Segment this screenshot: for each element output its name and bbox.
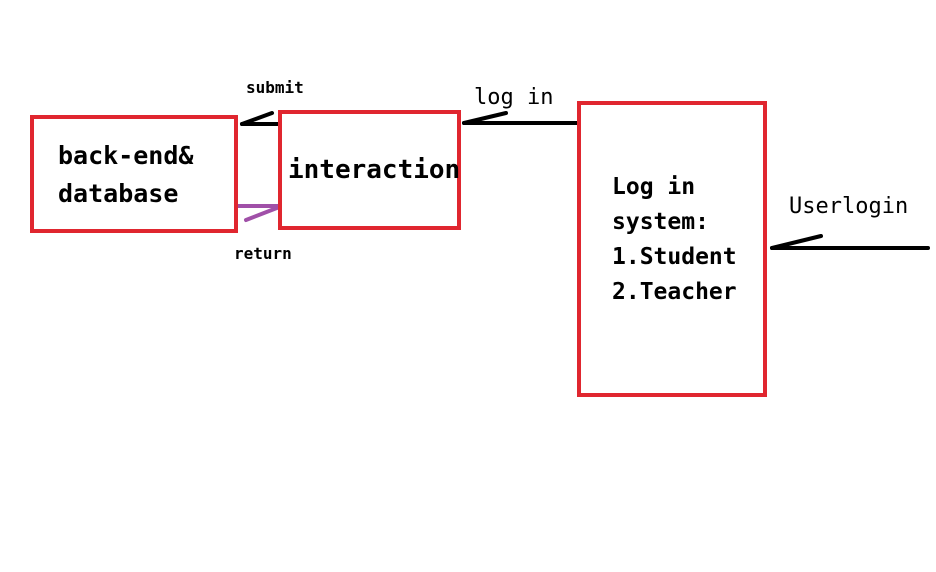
submit-arrow [240, 111, 282, 126]
log-in-label: log in [474, 85, 554, 110]
interaction-box: interaction [278, 110, 461, 230]
submit-label: submit [246, 78, 304, 97]
login-system-line1: Log in [612, 174, 696, 200]
return-label: return [234, 244, 292, 263]
log-in-arrow [462, 111, 584, 125]
interaction-label: interaction [288, 155, 461, 185]
login-system-line4: 2.Teacher [612, 279, 737, 305]
userlogin-arrow [770, 234, 930, 250]
login-system-line3: 1.Student [612, 244, 737, 270]
backend-label-line1: back-end& [58, 141, 194, 170]
backend-database-box: back-end& database [30, 115, 238, 233]
login-system-line2: system: [612, 209, 709, 235]
login-system-box: Log in system: 1.Student 2.Teacher [577, 101, 767, 397]
backend-label-line2: database [58, 179, 179, 208]
userlogin-label: Userlogin [789, 194, 909, 219]
return-arrow [236, 204, 284, 222]
